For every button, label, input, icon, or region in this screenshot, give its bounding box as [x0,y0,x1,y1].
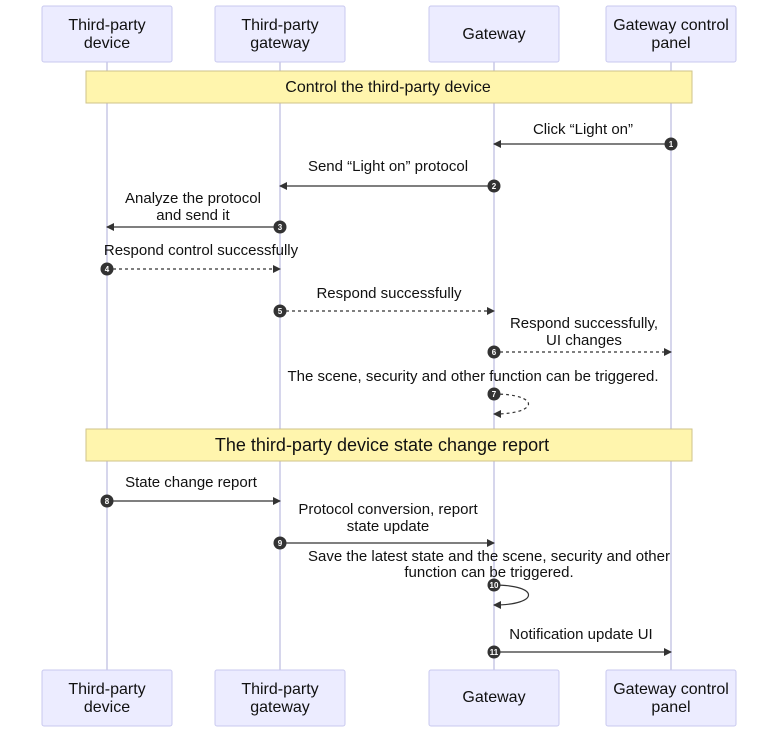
sequence-number: 10 [490,581,499,590]
participant-label-line: gateway [250,699,310,716]
message-8: State change report 8 [100,474,281,508]
message-label: Respond successfully, [510,315,658,332]
message-label: The scene, security and other function c… [287,368,658,385]
participant-label-line: device [84,699,130,716]
message-label: Respond successfully [316,285,462,302]
sequence-number: 9 [278,539,283,548]
message-label: UI changes [546,332,622,349]
sequence-number-badge [487,578,501,592]
sequence-number: 6 [492,348,497,357]
message-label: function can be triggered. [404,564,573,581]
sequence-number: 3 [278,223,283,232]
sequence-number-badge [664,137,678,151]
sequence-number-badge [273,536,287,550]
participant-label-line: Gateway control [613,681,729,698]
sequence-number-badge [487,345,501,359]
note-control-device: Control the third-party device [85,70,693,104]
sequence-number: 7 [492,390,497,399]
sequence-number: 1 [669,140,674,149]
message-2: Send “Light on” protocol 2 [279,158,501,193]
participant-label-line: Gateway [462,26,525,43]
participant-label-line: Third-party [68,17,145,34]
participant-third-party-gateway-bottom: Third-party gateway [214,669,346,727]
message-4: Respond control successfully 4 [100,242,299,276]
sequence-number-badge [100,494,114,508]
sequence-number-badge [273,220,287,234]
message-7: The scene, security and other function c… [287,368,659,418]
message-label: Save the latest state and the scene, sec… [308,548,670,565]
participant-third-party-device-bottom: Third-party device [41,669,173,727]
participant-label-line: Third-party [241,681,318,698]
participant-label-line: panel [651,35,690,52]
participant-third-party-gateway-top: Third-party gateway [214,5,346,63]
note-text: The third-party device state change repo… [215,435,549,455]
message-arrow [493,584,529,609]
participant-gateway-control-panel-top: Gateway control panel [605,5,737,63]
sequence-number: 11 [490,648,499,657]
message-label: Click “Light on” [533,121,633,138]
sequence-number-badge [487,645,501,659]
note-text: Control the third-party device [285,79,491,96]
sequence-number-badge [100,262,114,276]
message-11: Notification update UI 11 [487,626,672,659]
message-10: Save the latest state and the scene, sec… [308,548,670,609]
sequence-number-badge [487,387,501,401]
message-label: Notification update UI [509,626,652,643]
sequence-number: 4 [105,265,110,274]
participant-label-line: Third-party [241,17,318,34]
participant-label-line: gateway [250,35,310,52]
participant-label-line: Gateway [462,689,525,706]
participant-third-party-device-top: Third-party device [41,5,173,63]
sequence-number-badge [273,304,287,318]
message-label: Send “Light on” protocol [308,158,468,175]
note-state-change-report: The third-party device state change repo… [85,428,693,462]
message-9: Protocol conversion, report state update… [273,501,495,550]
message-3: Analyze the protocol and send it 3 [106,190,287,234]
message-label: State change report [125,474,258,491]
participant-gateway-top: Gateway [428,5,560,63]
message-label: state update [347,518,430,535]
sequence-number: 2 [492,182,497,191]
sequence-number: 5 [278,307,283,316]
participant-label-line: Third-party [68,681,145,698]
participant-label-line: panel [651,699,690,716]
sequence-number: 8 [105,497,110,506]
participant-gateway-control-panel-bottom: Gateway control panel [605,669,737,727]
participant-label-line: Gateway control [613,17,729,34]
participant-gateway-bottom: Gateway [428,669,560,727]
message-label: Respond control successfully [104,242,299,259]
participant-label-line: device [84,35,130,52]
message-label: and send it [156,207,230,224]
message-label: Protocol conversion, report [298,501,478,518]
message-5: Respond successfully 5 [273,285,495,318]
message-label: Analyze the protocol [125,190,261,207]
message-arrow [493,393,529,418]
message-6: Respond successfully, UI changes 6 [487,315,672,359]
message-1: Click “Light on” 1 [493,121,678,151]
sequence-number-badge [487,179,501,193]
